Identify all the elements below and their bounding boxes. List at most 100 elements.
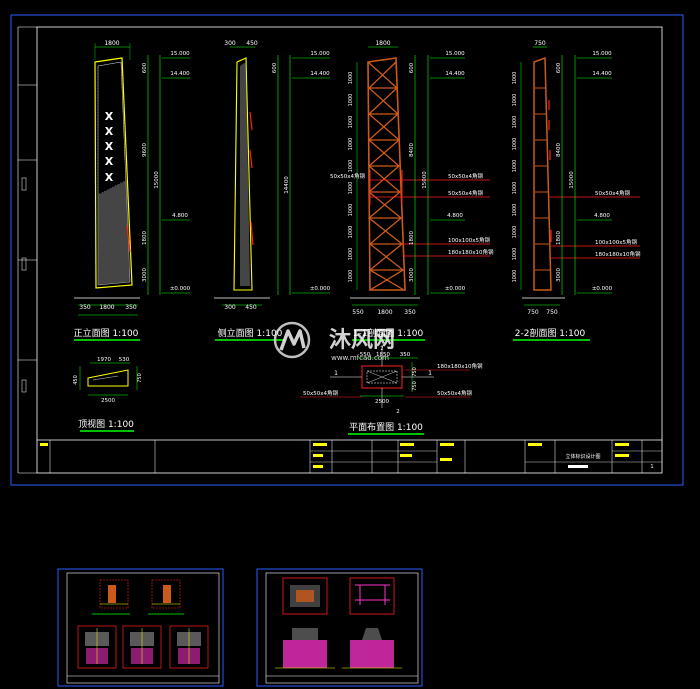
thumb2-plan-a [282, 577, 328, 615]
level-front-top: 15.000 [170, 51, 190, 57]
steel-label-sec2-a: 50x50x4角钢 [595, 189, 631, 197]
top-view-shape [87, 369, 129, 387]
thumb2-foundation-b [342, 628, 402, 669]
dim-side-bot-l: 300 [224, 304, 236, 311]
sec2-bracing [535, 87, 550, 271]
front-x-marks: X X X X X [105, 110, 114, 184]
dim-sec2-15000: 15000 [569, 171, 575, 189]
dim-front-1800: 1800 [142, 231, 148, 245]
dim-side-14400: 14400 [284, 176, 290, 194]
dim-front-15000: 15000 [154, 171, 160, 189]
svg-text:1000: 1000 [512, 226, 518, 239]
svg-text:1000: 1000 [348, 138, 354, 151]
dim-sec1-bot: 1800 [377, 309, 392, 316]
dim-top-side: 450 [73, 375, 79, 385]
sheet-number: 1 [650, 464, 653, 470]
dim-top-a: 1970 [97, 357, 111, 363]
outer-frame [10, 14, 684, 486]
side-sign-outline [233, 57, 253, 291]
dim-front-side-r: 350 [125, 304, 137, 311]
dim-front-600: 600 [142, 62, 148, 73]
thumbnail-sheet-1[interactable] [57, 568, 224, 687]
steel-label-a3: 50x50x4角钢 [448, 189, 484, 197]
svg-text:1000: 1000 [512, 138, 518, 151]
dim-sec2-600: 600 [556, 62, 562, 73]
inner-frame [36, 26, 663, 474]
svg-text:1000: 1000 [512, 270, 518, 283]
svg-text:1000: 1000 [512, 160, 518, 173]
svg-text:1000: 1000 [348, 72, 354, 85]
sign-symbol: X [105, 171, 114, 184]
dim-side-top-r: 450 [246, 40, 258, 47]
level-front-ground: ±0.000 [170, 286, 191, 292]
drawing-name: 立体标识设计图 [565, 453, 600, 460]
front-sign-outline [94, 57, 133, 289]
dim-top-side2: 750 [137, 373, 143, 383]
dim-sec1-side-r: 350 [404, 309, 416, 316]
dim-front-9600: 9600 [142, 143, 148, 157]
dim-top-c: 2500 [101, 398, 115, 404]
label-front-elevation: 正立面图 1:100 [74, 327, 139, 339]
svg-text:1000: 1000 [512, 248, 518, 261]
dim-sec1-15000: 15000 [422, 171, 428, 189]
truss-outline [367, 57, 406, 291]
dim-plan-b: 1850 [376, 352, 390, 358]
dim-sec2-1800: 1800 [556, 231, 562, 245]
svg-text:1000: 1000 [512, 204, 518, 217]
label-top-view: 顶视图 1:100 [78, 418, 134, 430]
dim-sec2-bot-r: 750 [546, 309, 558, 316]
steel-label-c: 180x180x10角钢 [448, 248, 494, 256]
top-view: 1970 530 450 750 2500 顶视图 1:100 [73, 357, 143, 432]
label-section-2-2: 2-2剖面图 1:100 [515, 327, 586, 339]
dim-sec1-600: 600 [409, 62, 415, 73]
steel-label-sec2-b: 100x100x5角钢 [595, 238, 638, 246]
dim-front-side-l: 350 [79, 304, 91, 311]
steel-label-sec2-c: 180x180x10角钢 [595, 250, 641, 258]
thumb1-detail-d [122, 625, 162, 669]
dim-side-600: 600 [272, 62, 278, 73]
section-mark-1-r: 1 [428, 370, 432, 377]
sign-symbol: X [105, 140, 114, 153]
label-plan-layout: 平面布置图 1:100 [349, 421, 423, 433]
plan-layout: 550 1850 350 1 1 2 2 180x180x10角钢 50x50x… [300, 345, 483, 435]
level-side-top: 15.000 [310, 51, 330, 57]
level-sec2-top: 15.000 [592, 51, 612, 57]
sec2-tick-labels: 1000 1000 1000 1000 1000 1000 1000 1000 … [512, 72, 518, 283]
dim-top-b: 530 [119, 357, 130, 363]
section-mark-2-t: 2 [380, 346, 383, 352]
label-section-1-1: 1-1剖面图 1:100 [353, 327, 424, 339]
section-2-2: 750 1000 1000 1000 1000 1000 1000 1000 [512, 40, 641, 341]
svg-text:1000: 1000 [512, 72, 518, 85]
dim-sec2-3000: 3000 [556, 268, 562, 282]
level-side-l2: 14.400 [310, 71, 330, 77]
dim-sec2-top: 750 [534, 40, 546, 47]
steel-label-a2: 50x50x4角钢 [448, 172, 484, 180]
steel-label-a1: 50x50x4角钢 [330, 172, 366, 180]
svg-text:1000: 1000 [348, 160, 354, 173]
level-side-ground: ±0.000 [310, 286, 331, 292]
dim-plan-side-a: 750 [412, 367, 418, 377]
level-sec1-top: 15.000 [445, 51, 465, 57]
dim-front-bottom: 1800 [99, 304, 114, 311]
watermark-brand: 沐风网 [329, 328, 395, 353]
svg-text:1000: 1000 [348, 226, 354, 239]
thumb2-plan-b [349, 577, 395, 615]
watermark-logo-icon [273, 321, 311, 359]
thumb1-detail-b [148, 579, 184, 615]
svg-text:1000: 1000 [348, 204, 354, 217]
steel-label-plan-a: 180x180x10角钢 [437, 362, 483, 370]
main-sheet: 立体标识设计图 1 [10, 14, 684, 486]
level-sec1-l2: 14.400 [445, 71, 465, 77]
dim-sec1-3000: 3000 [409, 268, 415, 282]
level-sec1-mid: 4.800 [447, 213, 463, 219]
level-sec1-ground: ±0.000 [445, 286, 466, 292]
thumbnail-sheet-2[interactable] [256, 568, 423, 687]
steel-label-plan-b: 50x50x4角钢 [437, 389, 473, 397]
dim-sec1-1800: 1800 [409, 231, 415, 245]
thumb1-detail-a [92, 579, 130, 615]
sign-symbol: X [105, 155, 114, 168]
dim-side-bot-r: 450 [245, 304, 257, 311]
level-sec2-ground: ±0.000 [592, 286, 613, 292]
steel-label-b: 100x100x5角钢 [448, 236, 491, 244]
